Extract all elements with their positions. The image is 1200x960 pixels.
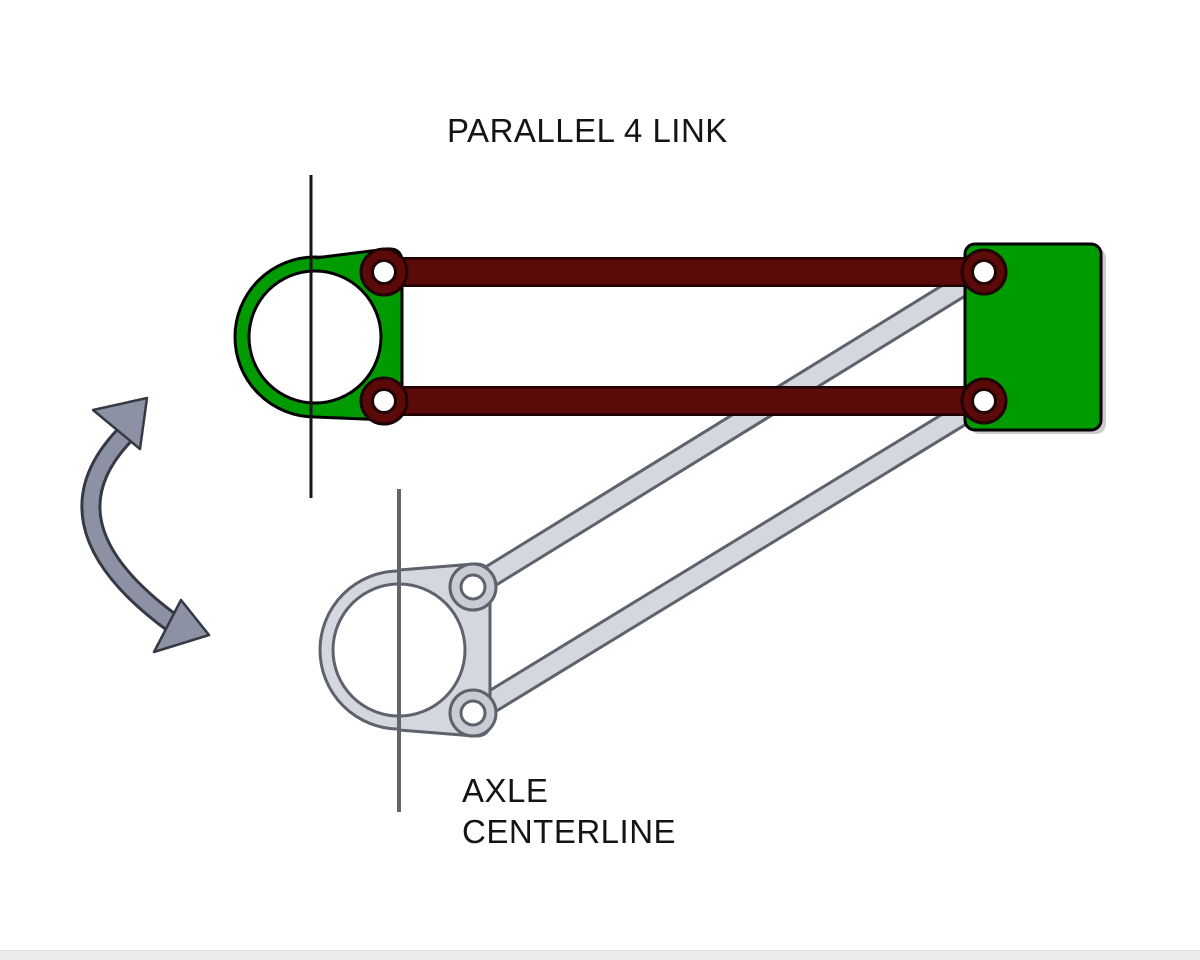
rotation-arrow-head-down: [152, 598, 211, 654]
rotation-arrow-head-up: [91, 396, 149, 451]
pivot-hole-lowered-bottom: [459, 699, 487, 727]
rotation-arrow-arc: [83, 419, 180, 632]
axle-bracket-raised-bore: [247, 269, 383, 405]
pivot-hole-frame-top: [971, 259, 997, 285]
pivot-hole-lowered-top: [459, 573, 487, 601]
pivot-hole-axle-top: [371, 259, 397, 285]
diagram-title: PARALLEL 4 LINK: [447, 112, 728, 149]
axle-centerline-label-line2: CENTERLINE: [462, 813, 677, 850]
level-linkage-group: [359, 247, 1008, 426]
axle-centerline-label: AXLE CENTERLINE: [462, 770, 676, 852]
axle-centerline-label-line1: AXLE: [462, 772, 549, 809]
page-bottom-strip: [0, 950, 1200, 960]
rotation-arrow-icon: [80, 396, 211, 654]
pivot-hole-frame-bottom: [971, 388, 997, 414]
lower-link-lowered: [468, 393, 989, 721]
lowered-linkage-group: [318, 261, 991, 738]
pivot-hole-axle-bottom: [371, 388, 397, 414]
upper-link-lowered: [468, 264, 989, 595]
